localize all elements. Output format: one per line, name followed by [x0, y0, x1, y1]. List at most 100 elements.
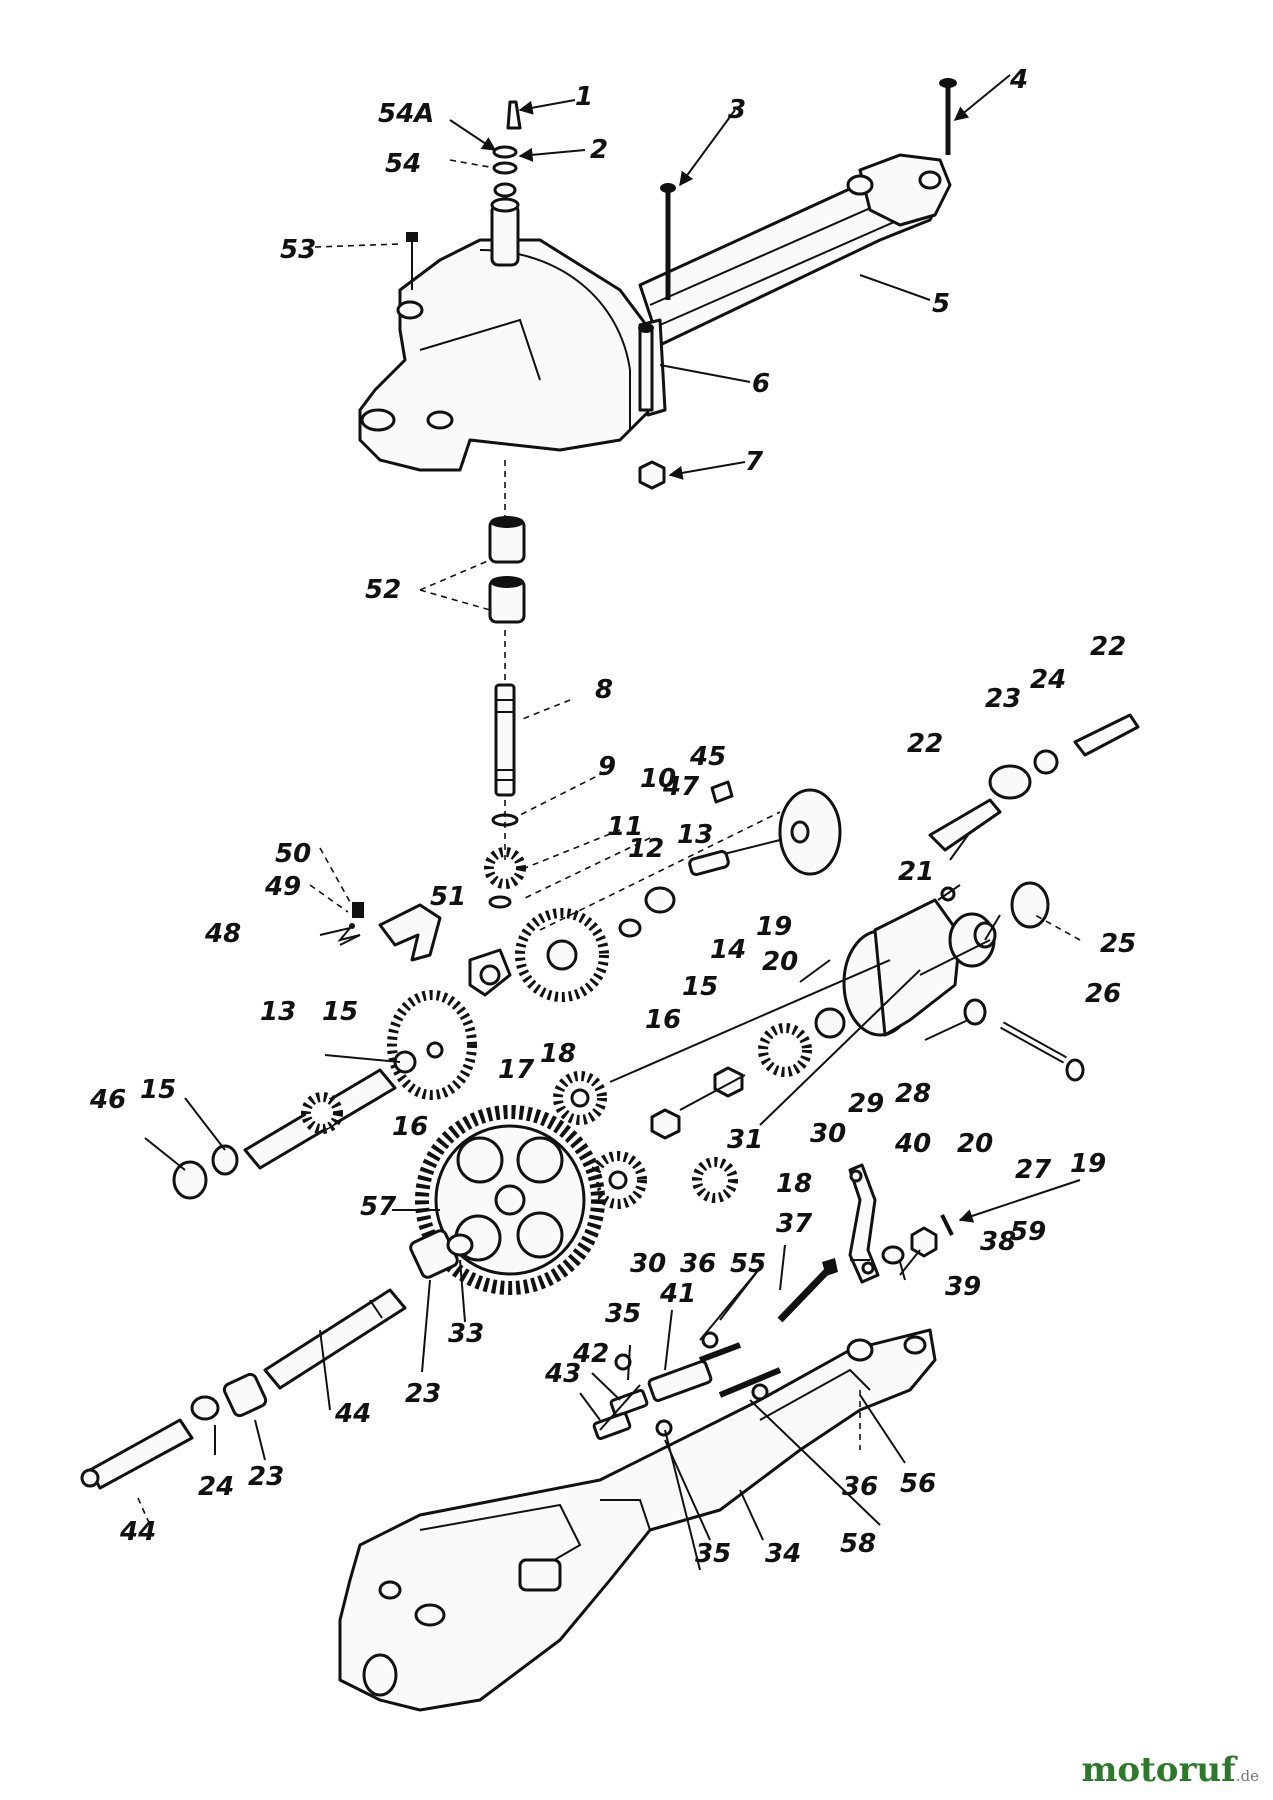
- shaft-8: [484, 683, 526, 909]
- brake-disc: [688, 788, 842, 877]
- label-22b: 22: [907, 729, 943, 759]
- label-56: 56: [900, 1469, 936, 1499]
- label-1: 1: [575, 82, 593, 112]
- label-4: 4: [1009, 65, 1028, 95]
- shift-lever-40: [777, 1163, 954, 1323]
- label-15b: 15: [322, 997, 358, 1027]
- label-20b: 20: [957, 1129, 993, 1159]
- label-16a: 16: [645, 1005, 681, 1035]
- label-31: 31: [727, 1125, 763, 1155]
- label-59: 59: [1010, 1217, 1046, 1247]
- label-40: 40: [894, 1129, 931, 1159]
- label-15a: 15: [682, 972, 718, 1002]
- label-7: 7: [745, 447, 764, 477]
- label-51: 51: [430, 882, 466, 912]
- part-labels: 1 2 3 4 5 6 7 8 9 10 11 12 13 13 14 15 1…: [89, 65, 1136, 1569]
- washers-54: [492, 145, 518, 198]
- label-44b: 44: [119, 1517, 156, 1547]
- label-10: 10: [640, 764, 676, 794]
- label-30b: 30: [630, 1249, 666, 1279]
- bolt-53: [406, 232, 418, 290]
- label-26: 26: [1085, 979, 1121, 1009]
- label-36b: 36: [842, 1472, 878, 1502]
- label-24a: 24: [1030, 665, 1066, 695]
- label-35a: 35: [605, 1299, 641, 1329]
- label-23b: 23: [405, 1379, 441, 1409]
- label-25: 25: [1100, 929, 1136, 959]
- label-19a: 19: [756, 912, 792, 942]
- label-36a: 36: [680, 1249, 716, 1279]
- label-23a: 23: [985, 684, 1021, 714]
- label-54A: 54A: [378, 99, 434, 129]
- label-20a: 20: [762, 947, 798, 977]
- shaft-13: [172, 1068, 397, 1200]
- bolt-3: [660, 183, 676, 300]
- label-43: 43: [544, 1359, 581, 1389]
- label-42: 42: [572, 1339, 609, 1369]
- label-11: 11: [607, 812, 643, 842]
- axle-housing-upper: [358, 153, 952, 472]
- watermark-brand: motoruf: [1081, 1750, 1236, 1790]
- label-54: 54: [385, 149, 421, 179]
- label-44a: 44: [334, 1399, 371, 1429]
- label-16b: 16: [392, 1112, 428, 1142]
- watermark-tld: .de: [1235, 1767, 1259, 1785]
- bolt-4: [939, 78, 957, 155]
- label-15c: 15: [140, 1075, 176, 1105]
- label-46: 46: [89, 1085, 126, 1115]
- axle-44: [80, 1229, 474, 1490]
- bolt-27: [963, 998, 1085, 1082]
- label-52: 52: [365, 575, 401, 605]
- label-58: 58: [840, 1529, 876, 1559]
- label-18a: 18: [540, 1039, 576, 1069]
- watermark-logo: motoruf.de: [1081, 1750, 1259, 1790]
- label-55: 55: [730, 1249, 766, 1279]
- planet-gears: [553, 1007, 846, 1209]
- label-28: 28: [895, 1079, 931, 1109]
- label-47: 47: [662, 772, 700, 802]
- label-53: 53: [280, 235, 316, 265]
- differential-carrier-28: [842, 881, 1050, 1037]
- label-18b: 18: [776, 1169, 812, 1199]
- bolt-6: [638, 323, 654, 412]
- leader-lines: [137, 74, 1081, 1571]
- label-50: 50: [275, 839, 311, 869]
- label-22a: 22: [1090, 632, 1126, 662]
- label-34: 34: [765, 1539, 801, 1569]
- shaft-22: [928, 713, 1140, 852]
- label-45: 45: [689, 742, 726, 772]
- label-27: 27: [1015, 1155, 1052, 1185]
- label-37: 37: [776, 1209, 813, 1239]
- label-41: 41: [659, 1279, 696, 1309]
- label-30a: 30: [810, 1119, 846, 1149]
- label-14: 14: [710, 935, 746, 965]
- shift-fork: [319, 902, 512, 997]
- label-48: 48: [204, 919, 241, 949]
- label-39: 39: [945, 1272, 981, 1302]
- key-1: [506, 100, 522, 130]
- label-35b: 35: [695, 1539, 731, 1569]
- label-24b: 24: [198, 1472, 234, 1502]
- label-5: 5: [932, 289, 950, 319]
- axle-housing-lower: [338, 1328, 937, 1712]
- label-33: 33: [448, 1319, 484, 1349]
- label-8: 8: [595, 675, 613, 705]
- label-57: 57: [360, 1192, 397, 1222]
- label-13a: 13: [677, 820, 713, 850]
- key-47: [710, 780, 734, 804]
- label-13b: 13: [260, 997, 296, 1027]
- label-29: 29: [848, 1089, 884, 1119]
- label-3: 3: [728, 95, 746, 125]
- detent-assembly: [592, 1331, 782, 1440]
- label-19b: 19: [1070, 1149, 1106, 1179]
- label-23c: 23: [248, 1462, 284, 1492]
- label-6: 6: [752, 369, 770, 399]
- label-21: 21: [898, 857, 934, 887]
- label-9: 9: [598, 752, 616, 782]
- label-49: 49: [264, 872, 301, 902]
- label-12: 12: [628, 834, 664, 864]
- collar-14: [618, 886, 676, 938]
- spur-gear-16: [387, 990, 477, 1100]
- nut-7: [638, 460, 666, 490]
